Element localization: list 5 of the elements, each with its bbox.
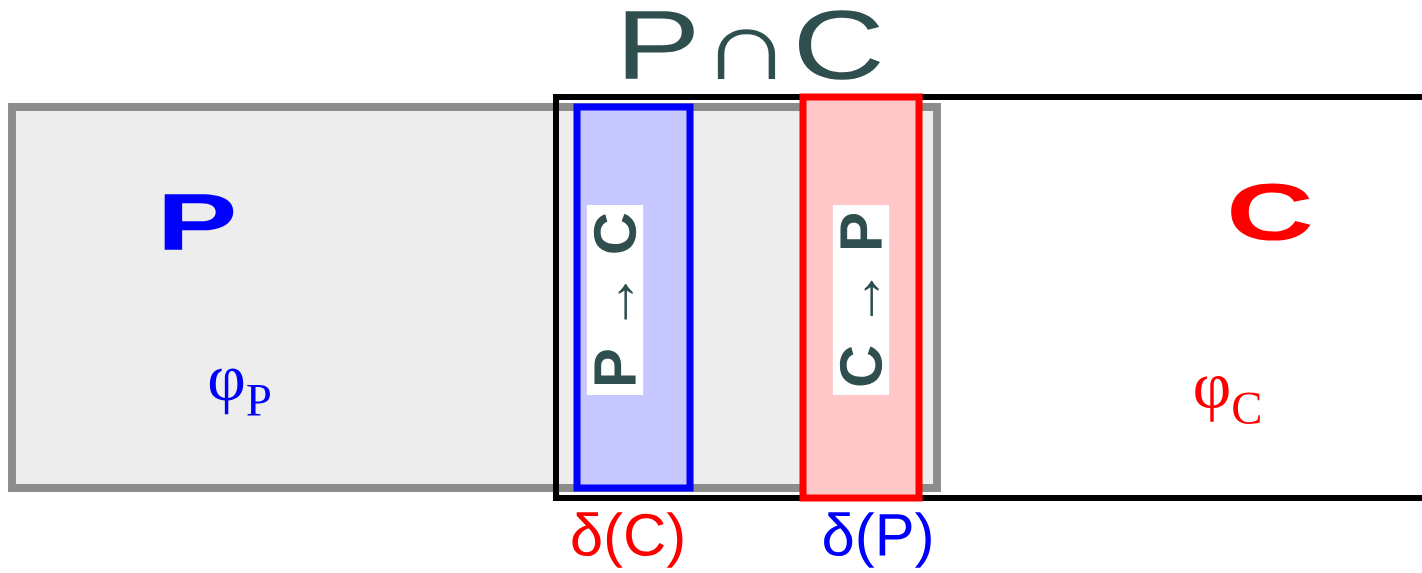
intersection-label: P∩C [625, 10, 880, 80]
set-label: δ(C) [572, 512, 683, 568]
boundary-band: C → P [799, 93, 923, 502]
set-label: δ(P) [824, 512, 931, 568]
boundary-band: P → C [573, 103, 694, 492]
